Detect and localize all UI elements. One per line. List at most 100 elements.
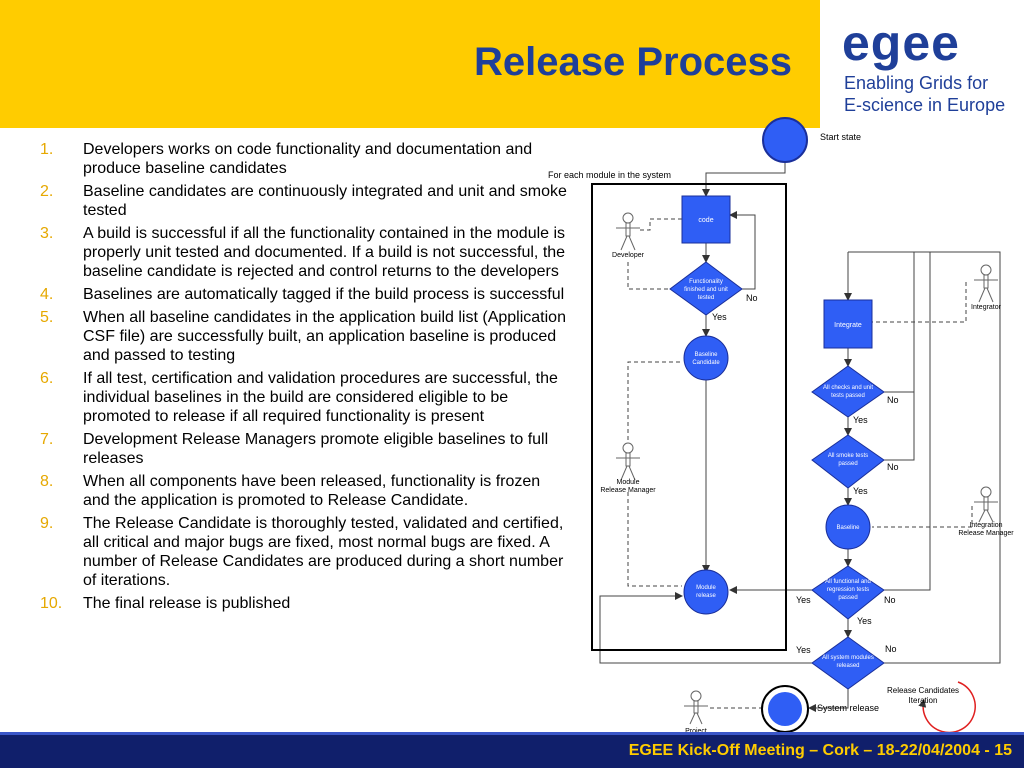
functional-tests-decision bbox=[811, 565, 885, 620]
step-number: 9. bbox=[40, 515, 54, 532]
step-text: If all test, certification and validatio… bbox=[83, 370, 558, 425]
functionality-label-line1: Functionality bbox=[689, 279, 723, 285]
step-item: 6. If all test, certification and validat… bbox=[40, 369, 570, 426]
module-release-node bbox=[683, 569, 729, 615]
system-release-inner-node bbox=[768, 692, 802, 726]
footer-bar: EGEE Kick-Off Meeting – Cork – 18-22/04/… bbox=[0, 732, 1024, 768]
step-number: 5. bbox=[40, 309, 54, 326]
integrate-node bbox=[823, 299, 873, 349]
step-text: Development Release Managers promote eli… bbox=[83, 431, 549, 467]
irm-label-line1: Integration bbox=[969, 522, 1002, 529]
smoke-decision bbox=[811, 434, 885, 489]
step-item: 9. The Release Candidate is thoroughly te… bbox=[40, 514, 570, 590]
dashed-association-lines bbox=[627, 218, 973, 709]
start-state-label: Start state bbox=[820, 132, 861, 142]
all-modules-yes-label: Yes bbox=[796, 645, 811, 655]
footer-text: EGEE Kick-Off Meeting – Cork – 18-22/04/… bbox=[628, 742, 1012, 759]
step-number: 7. bbox=[40, 431, 54, 448]
irm-label-line2: Release Manager bbox=[958, 530, 1014, 537]
integrator-actor bbox=[974, 264, 998, 303]
all-modules-decision bbox=[811, 636, 885, 690]
functional-label-line1: All functional and bbox=[825, 579, 871, 585]
all-modules-label-line2: released bbox=[836, 663, 859, 669]
step-item: 5. When all baseline candidates in the ap… bbox=[40, 308, 570, 365]
logo-tagline: Enabling Grids for E-science in Europe bbox=[844, 72, 1005, 116]
integrate-label: Integrate bbox=[834, 322, 862, 329]
module-rm-label-line2: Release Manager bbox=[600, 487, 656, 494]
step-text: The final release is published bbox=[83, 595, 291, 612]
functional-yes-down-label: Yes bbox=[857, 616, 872, 626]
project-label: Project bbox=[685, 728, 707, 735]
smoke-label-line1: All smoke tests bbox=[828, 453, 868, 459]
step-text: Developers works on code functionality a… bbox=[83, 141, 533, 177]
baseline-candidate-label-line1: Baseline bbox=[694, 352, 718, 358]
step-item: 4. Baselines are automatically tagged if … bbox=[40, 285, 570, 304]
rc-iteration-label-line2: Iteration bbox=[909, 696, 938, 705]
checks-decision bbox=[811, 365, 885, 418]
all-modules-label-line1: All system modules bbox=[822, 655, 874, 661]
checks-label-line1: All checks and unit bbox=[823, 385, 873, 391]
module-loop-label: For each module in the system bbox=[548, 170, 671, 180]
page-title: Release Process bbox=[473, 40, 792, 84]
release-flow-diagram: For each module in the system Start stat… bbox=[548, 117, 1014, 735]
functionality-yes-label: Yes bbox=[712, 312, 727, 322]
baseline-node bbox=[825, 504, 871, 550]
functional-yes-label: Yes bbox=[796, 595, 811, 605]
connector-lines bbox=[599, 160, 1001, 712]
system-release-label: System release bbox=[817, 703, 879, 713]
integration-release-manager-actor bbox=[974, 486, 998, 523]
step-number: 2. bbox=[40, 183, 54, 200]
step-item: 3. A build is successful if all the funct… bbox=[40, 224, 570, 281]
baseline-candidate-label-line2: Candidate bbox=[692, 360, 720, 366]
baseline-label: Baseline bbox=[836, 525, 860, 531]
checks-label-line2: tests passed bbox=[831, 393, 865, 399]
release-candidates-loop-arrow bbox=[918, 681, 976, 734]
logo-tagline-line1: Enabling Grids for bbox=[844, 73, 989, 93]
code-label: code bbox=[698, 217, 713, 224]
module-loop-frame bbox=[591, 183, 787, 651]
module-rm-label-line1: Module bbox=[617, 479, 640, 486]
step-text: Baseline candidates are continuously int… bbox=[83, 183, 567, 219]
functionality-decision bbox=[669, 261, 743, 316]
all-modules-no-label: No bbox=[885, 644, 897, 654]
step-number: 1. bbox=[40, 141, 54, 158]
integrator-label: Integrator bbox=[971, 304, 1002, 311]
checks-no-label: No bbox=[887, 395, 899, 405]
functionality-no-label: No bbox=[746, 293, 758, 303]
functional-label-line2: regression tests bbox=[827, 587, 869, 593]
step-text: When all baseline candidates in the appl… bbox=[83, 309, 566, 364]
footer-divider bbox=[0, 732, 1024, 735]
header-band bbox=[0, 0, 820, 128]
step-text: The Release Candidate is thoroughly test… bbox=[83, 515, 564, 589]
functionality-label-line2: finished and unit bbox=[684, 287, 728, 293]
module-release-manager-actor bbox=[616, 442, 640, 481]
smoke-yes-label: Yes bbox=[853, 486, 868, 496]
project-actor bbox=[684, 690, 708, 725]
baseline-candidate-node bbox=[683, 335, 729, 381]
module-release-label-line2: release bbox=[696, 593, 716, 599]
functional-label-line3: passed bbox=[838, 595, 857, 601]
functional-no-label: No bbox=[884, 595, 896, 605]
egee-logo: egee Enabling Grids for E-science in Eur… bbox=[820, 0, 1024, 128]
developer-actor bbox=[616, 212, 640, 251]
steps-list: 1. Developers works on code functionality… bbox=[40, 140, 570, 617]
step-item: 10. The final release is published bbox=[40, 594, 570, 613]
step-item: 7. Development Release Managers promote e… bbox=[40, 430, 570, 468]
smoke-label-line2: passed bbox=[838, 461, 857, 467]
step-text: When all components have been released, … bbox=[83, 473, 541, 509]
checks-yes-label: Yes bbox=[853, 415, 868, 425]
step-number: 3. bbox=[40, 225, 54, 242]
step-item: 1. Developers works on code functionality… bbox=[40, 140, 570, 178]
step-text: A build is successful if all the functio… bbox=[83, 225, 566, 280]
step-number: 8. bbox=[40, 473, 54, 490]
step-number: 4. bbox=[40, 286, 54, 303]
step-text: Baselines are automatically tagged if th… bbox=[83, 286, 565, 303]
developer-label: Developer bbox=[612, 252, 645, 259]
smoke-no-label: No bbox=[887, 462, 899, 472]
step-item: 2. Baseline candidates are continuously i… bbox=[40, 182, 570, 220]
functionality-label-line3: tested bbox=[698, 295, 714, 301]
step-number: 10. bbox=[40, 595, 63, 612]
logo-tagline-line2: E-science in Europe bbox=[844, 95, 1006, 115]
step-item: 8. When all components have been released… bbox=[40, 472, 570, 510]
step-number: 6. bbox=[40, 370, 54, 387]
